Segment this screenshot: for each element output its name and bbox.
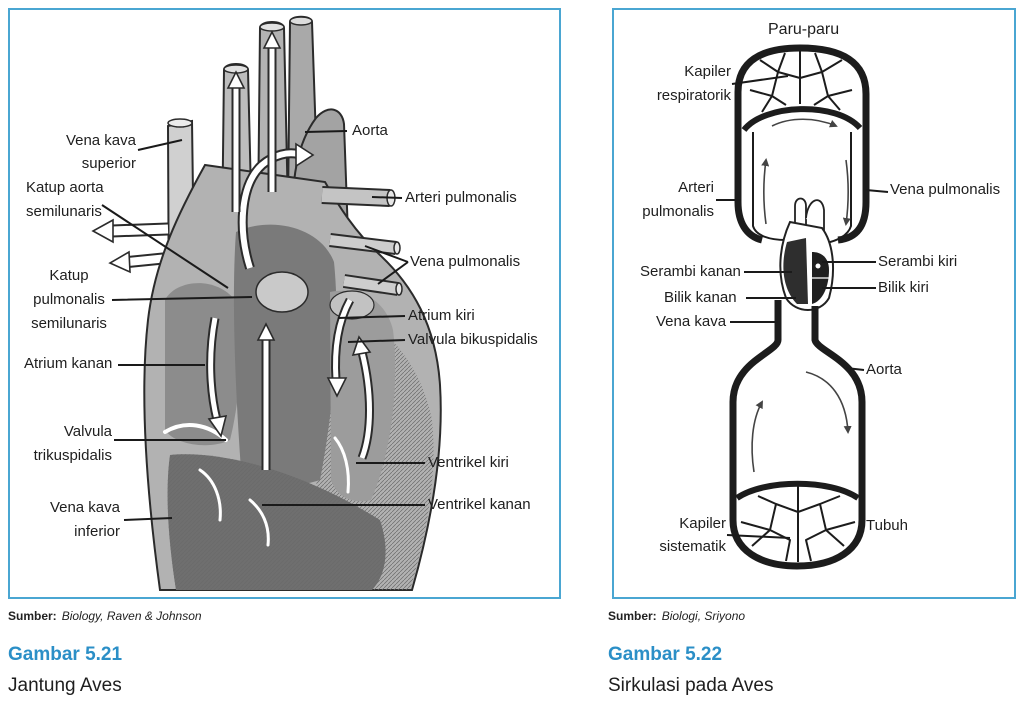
source-text: Biologi, Sriyono [661,609,746,623]
label-kapiler-sistematik: Kapiler sistematik [659,515,726,555]
label-kapiler-respiratorik: Kapiler respiratorik [656,63,731,104]
lung-loop-outline [734,44,870,244]
left-ventricle-chamber [330,290,396,502]
heart-illustration [91,15,442,591]
right-ventricle-texture [167,454,386,590]
label-atrium-kiri: Atrium kiri [408,307,475,324]
label-arteri-pulmonalis: Arteri pulmonalis [405,189,517,206]
label-paru-paru: Paru-paru [768,21,840,38]
label-vena-pulmonalis-right: Vena pulmonalis [890,181,1001,198]
figure-frame-right [612,8,1016,599]
blood-flow-arrows [206,30,374,470]
heart-right-chambers [783,238,808,304]
figure-number-left: Gambar 5.21 [8,644,123,665]
label-valvula-bikuspidalis: Valvula bikuspidalis [408,331,538,348]
leader-lines-right [716,75,889,539]
source-prefix: Sumber: [608,609,657,623]
figure-caption-right: Sirkulasi pada Aves [608,675,774,696]
vena-kava-opening [167,118,193,128]
label-tubuh: Tubuh [866,517,908,534]
label-katup-pulmonalis-semilunaris: Katup pulmonalis semilunaris [31,267,107,332]
bird-heart-schematic [779,197,834,311]
label-vena-kava-superior: Vena kava superior [65,132,136,172]
lung-capillary-boundary [741,106,863,133]
label-aorta: Aorta [352,122,388,139]
circulation-flow-arrows [751,118,852,473]
label-valvula-trikuspidalis: Valvula trikuspidalis [33,423,112,464]
figure-frame-left [8,8,561,599]
label-bilik-kiri: Bilik kiri [878,279,929,296]
source-text: Biology, Raven & Johnson [61,609,202,623]
figure-number-right: Gambar 5.22 [608,644,723,665]
source-line-left: Sumber: Biology, Raven & Johnson [8,608,202,624]
label-arteri-pulmonalis-right: Arteri pulmonalis [642,179,714,220]
label-ventrikel-kanan: Ventrikel kanan [428,496,531,513]
figure-caption-left: Jantung Aves [8,675,122,696]
source-prefix: Sumber: [8,609,57,623]
label-katup-aorta-semilunaris: Katup aorta semilunaris [26,179,104,220]
systemic-capillary-boundary [735,480,860,501]
label-serambi-kiri: Serambi kiri [878,253,958,270]
label-atrium-kanan: Atrium kanan [24,355,113,372]
circulation-diagram [716,44,889,570]
source-line-right: Sumber: Biologi, Sriyono [608,608,745,624]
pulmonary-valve [255,271,309,313]
label-vena-kava: Vena kava [656,313,727,330]
label-vena-kava-inferior: Vena kava inferior [49,499,120,540]
body-loop-outline [729,300,866,570]
label-ventrikel-kiri: Ventrikel kiri [428,454,509,471]
label-aorta-right: Aorta [866,361,902,378]
capillary-network-systemic [740,485,856,562]
label-bilik-kanan: Bilik kanan [664,289,737,306]
label-vena-pulmonalis: Vena pulmonalis [410,253,521,270]
label-serambi-kanan: Serambi kanan [640,263,741,280]
capillary-network-respiratory [749,51,853,113]
leader-lines-left [101,130,425,521]
